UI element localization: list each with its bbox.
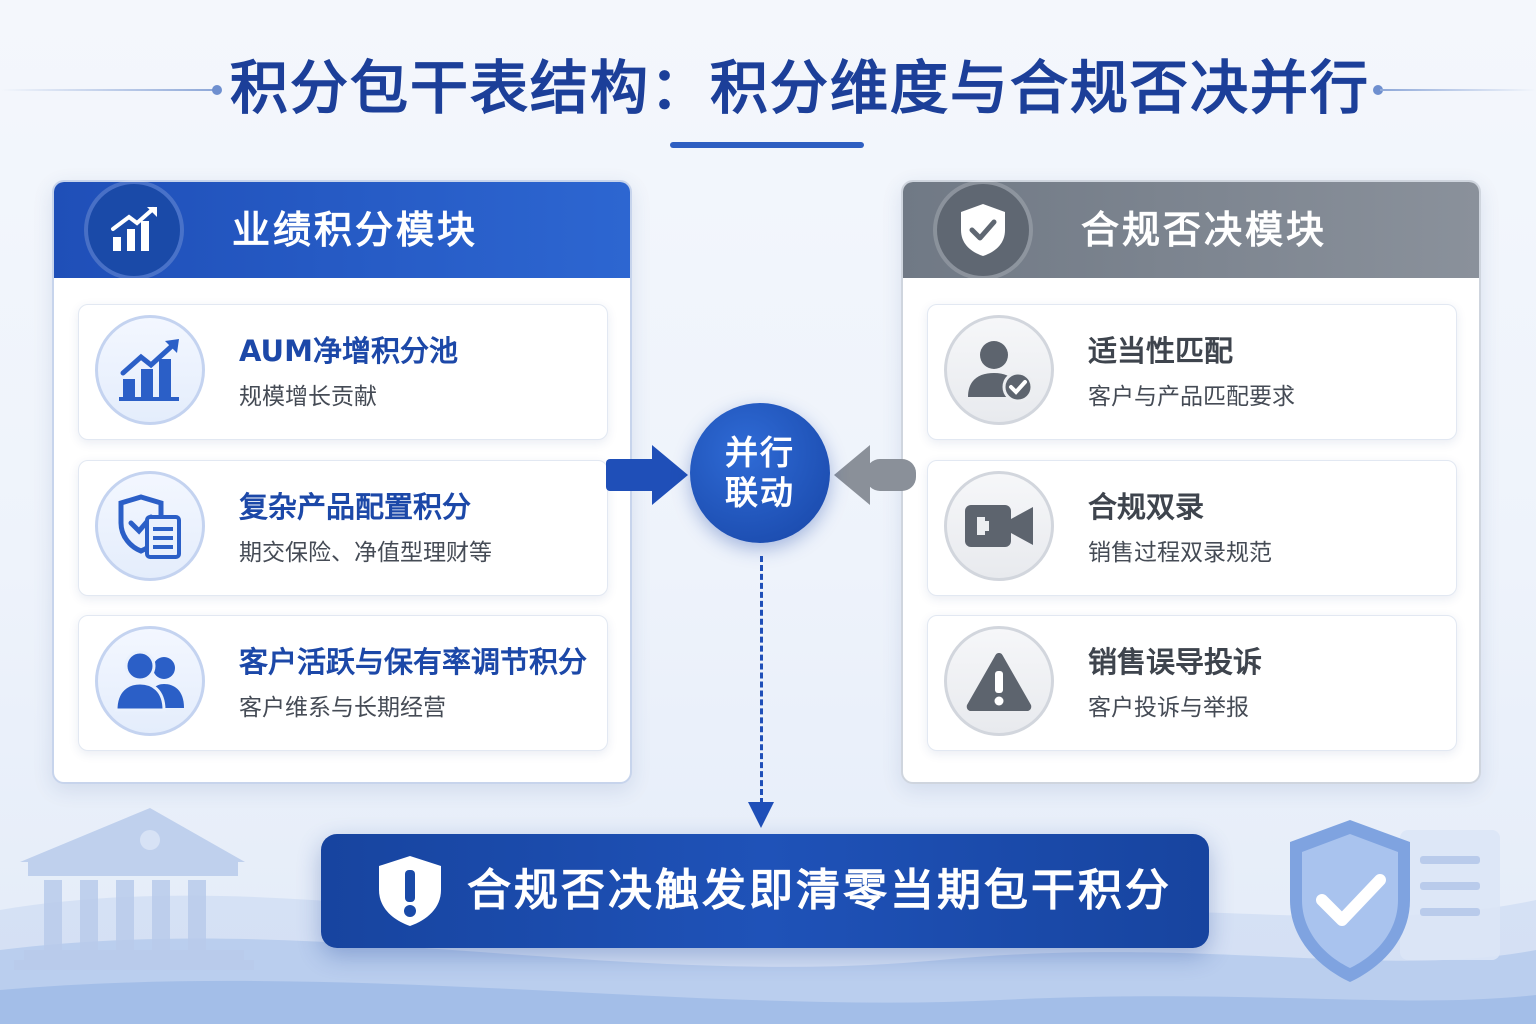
users-icon [95, 626, 205, 736]
arrow-left-icon [834, 445, 916, 505]
arrow-right-icon [606, 445, 688, 505]
dashed-connector [760, 556, 763, 804]
list-item-suitability: 适当性匹配 客户与产品匹配要求 [927, 304, 1457, 440]
shield-check-icon [937, 184, 1029, 276]
item-title: 复杂产品配置积分 [239, 490, 472, 524]
banner-text: 合规否决触发即清零当期包干积分 [467, 865, 1172, 916]
compliance-veto-banner: 合规否决触发即清零当期包干积分 [321, 834, 1209, 948]
user-check-icon [944, 315, 1054, 425]
shield-exclamation-icon [379, 856, 441, 926]
item-desc: 期交保险、净值型理财等 [239, 540, 492, 566]
video-camera-icon [944, 471, 1054, 581]
item-title: 适当性匹配 [1088, 334, 1234, 368]
item-desc: 规模增长贡献 [239, 384, 377, 410]
performance-module-title: 业绩积分模块 [232, 208, 479, 252]
bank-building-icon [14, 808, 254, 970]
item-title: 客户活跃与保有率调节积分 [239, 645, 588, 679]
performance-module-panel: 业绩积分模块 AUM净增积分池 规模增长贡献 [52, 180, 632, 784]
title-dot-right [1373, 85, 1383, 95]
title-underline [670, 142, 864, 148]
compliance-module-title: 合规否决模块 [1081, 208, 1328, 252]
page-title: 积分包干表结构：积分维度与合规否决并行 [230, 54, 1371, 122]
list-item-dual-recording: 合规双录 销售过程双录规范 [927, 460, 1457, 596]
growth-chart-icon [95, 315, 205, 425]
item-desc: 销售过程双录规范 [1088, 540, 1272, 566]
item-desc: 客户投诉与举报 [1088, 695, 1249, 721]
shield-check-decor-icon [1290, 820, 1500, 982]
compliance-module-panel: 合规否决模块 适当性匹配 客户与产品匹配要求 合规双录 销售过程双录规范 [901, 180, 1481, 784]
title-line-right [1380, 89, 1536, 91]
title-dot-left [212, 85, 222, 95]
warning-icon [944, 626, 1054, 736]
item-desc: 客户与产品匹配要求 [1088, 384, 1295, 410]
list-item-complex-product: 复杂产品配置积分 期交保险、净值型理财等 [78, 460, 608, 596]
list-item-misleading-sales: 销售误导投诉 客户投诉与举报 [927, 615, 1457, 751]
list-item-customer-activity: 客户活跃与保有率调节积分 客户维系与长期经营 [78, 615, 608, 751]
arrow-down-icon [748, 802, 774, 828]
item-desc: 客户维系与长期经营 [239, 695, 446, 721]
item-title: AUM净增积分池 [239, 334, 458, 368]
title-line-left [0, 89, 215, 91]
bar-chart-up-icon [88, 184, 180, 276]
item-title: 销售误导投诉 [1088, 645, 1263, 679]
performance-module-header: 业绩积分模块 [54, 182, 630, 278]
item-title: 合规双录 [1088, 490, 1205, 524]
list-item-aum: AUM净增积分池 规模增长贡献 [78, 304, 608, 440]
center-line1: 并行 [725, 433, 795, 472]
center-line2: 联动 [725, 473, 795, 512]
parallel-linkage-node: 并行 联动 [690, 403, 830, 543]
shield-document-icon [95, 471, 205, 581]
compliance-module-header: 合规否决模块 [903, 182, 1479, 278]
